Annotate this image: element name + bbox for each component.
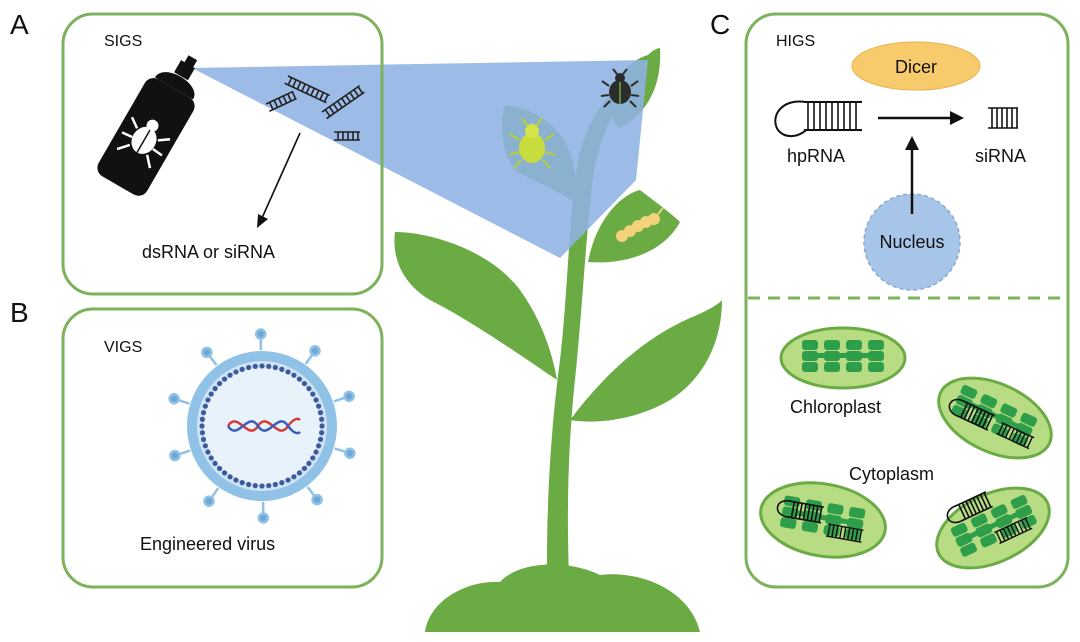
dicer-ellipse (851, 41, 981, 91)
plant-leaf-left (394, 232, 557, 380)
plant-stem (546, 95, 620, 632)
beetle-icon (600, 68, 640, 108)
dsrna-fragment (321, 84, 365, 120)
dicing-arrow (878, 111, 964, 125)
virus-icon (168, 328, 356, 524)
panel-b-letter: B (10, 297, 29, 328)
nucleus-label: Nucleus (879, 232, 944, 252)
dsrna-fragment (265, 90, 297, 112)
panel-c-title: HIGS (776, 33, 815, 50)
panel-a-title: SIGS (104, 33, 142, 50)
panel-c-box (744, 12, 1070, 589)
panel-b-caption: Engineered virus (140, 534, 275, 554)
export-arrow (905, 136, 919, 214)
spray-can-icon (97, 55, 198, 196)
sirna-icon (988, 107, 1018, 129)
aphid-icon (508, 117, 556, 169)
cytoplasm-label: Cytoplasm (849, 464, 934, 484)
dsrna-fragment (284, 75, 331, 104)
panel-b-box (61, 307, 384, 589)
chloroplast (935, 486, 1051, 570)
dsrna-fragment (334, 131, 360, 141)
chloroplast-label: Chloroplast (790, 397, 881, 417)
panel-a-box (61, 12, 384, 296)
chloroplast (759, 481, 887, 559)
panel-a-arrow (257, 132, 301, 228)
panel-a-arrow-label: dsRNA or siRNA (142, 242, 275, 262)
panel-c-letter: C (710, 9, 730, 40)
chloroplast (937, 376, 1053, 460)
sirna-label: siRNA (975, 146, 1026, 166)
dsrna-fragments (265, 75, 365, 141)
spray-cone (192, 60, 648, 258)
hprna-label: hpRNA (787, 146, 845, 166)
chloroplasts (759, 326, 1053, 570)
chloroplast (779, 326, 907, 390)
dicer-label: Dicer (895, 57, 937, 77)
panel-b-title: VIGS (104, 339, 142, 356)
hprna-icon (774, 100, 862, 137)
caterpillar-icon (616, 207, 664, 242)
plant-leaf-right (570, 300, 722, 422)
panel-a-letter: A (10, 9, 29, 40)
